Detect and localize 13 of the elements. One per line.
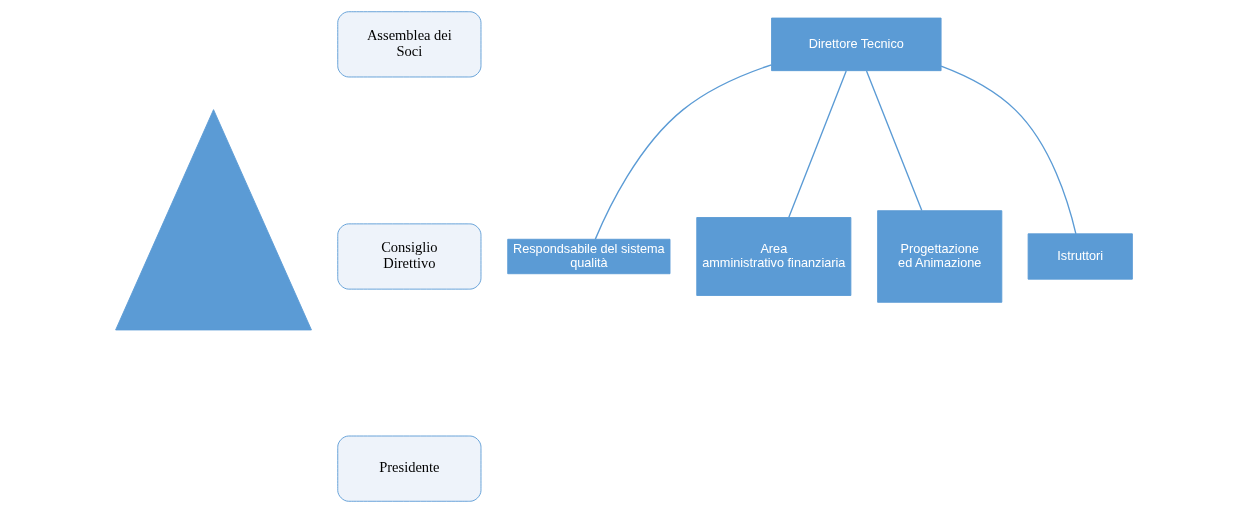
connector [865, 70, 923, 212]
node-box: Istruttori [1027, 233, 1133, 280]
node-box: Progettazione ed Animazione [877, 210, 1003, 303]
connector [940, 65, 1077, 235]
node-box: Assemblea dei Soci [337, 11, 482, 78]
connector [788, 70, 847, 219]
node-box: Area amministrativo finanziaria [696, 217, 852, 296]
node-box: Direttore Tecnico [771, 17, 942, 72]
node-box: Respondsabile del sistema qualità [507, 238, 671, 275]
node-triangle [115, 109, 312, 331]
node-box: Consiglio Direttivo [337, 223, 482, 290]
node-box: Presidente [337, 435, 482, 502]
connector [594, 64, 773, 240]
